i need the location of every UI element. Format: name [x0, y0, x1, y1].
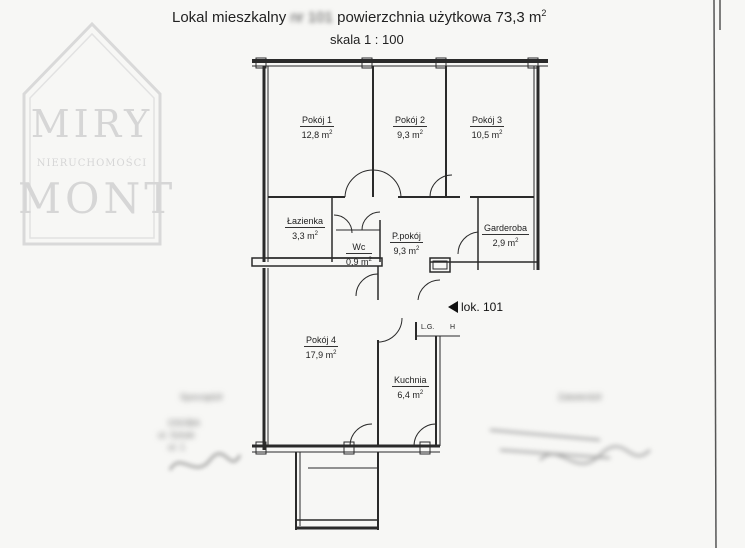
signature-right-heading: Zatwierdził — [558, 392, 602, 402]
room-area: 3,3 m2 — [292, 231, 318, 241]
title-suffix: powierzchnia użytkowa 73,3 m — [337, 9, 542, 26]
room-name: Pokój 2 — [393, 115, 428, 127]
entrance-marker: lok. 101 — [448, 300, 503, 314]
room-pokoj-1: Pokój 1 12,8 m2 — [300, 114, 335, 141]
room-lazienka: Łazienka 3,3 m2 — [285, 215, 326, 242]
room-name: Łazienka — [285, 216, 326, 228]
room-name: Pokój 4 — [304, 335, 339, 347]
room-name: Pokój 3 — [470, 115, 505, 127]
label-h: H — [450, 324, 456, 331]
signature-left-heading: Sporządził — [180, 392, 223, 402]
signature-left-scribble — [169, 452, 241, 471]
room-area: 9,3 m2 — [397, 130, 423, 140]
plan-title: Lokal mieszkalny nr 101 powierzchnia uży… — [172, 8, 546, 26]
signature-left-line-1: OSOBA — [168, 418, 201, 428]
room-area: 2,9 m2 — [492, 238, 519, 248]
room-name: P.pokój — [390, 231, 423, 243]
watermark-line-2: NIERUCHOMOŚCI — [36, 158, 148, 169]
room-name: Pokój 1 — [300, 115, 335, 127]
room-area: 9,3 m2 — [393, 246, 420, 256]
room-area: 17,9 m2 — [305, 350, 337, 360]
scan-edge-marks — [713, 0, 721, 548]
title-prefix: Lokal mieszkalny — [172, 9, 287, 26]
room-garderoba: Garderoba 2,9 m2 — [482, 222, 530, 249]
entrance-label: lok. 101 — [461, 300, 504, 314]
room-kuchnia: Kuchnia 6,4 m2 — [392, 374, 429, 401]
room-pokoj-3: Pokój 3 10,5 m2 — [470, 114, 505, 141]
room-name: Garderoba — [482, 223, 530, 235]
watermark-line-1: MIRY — [30, 102, 154, 146]
room-name: Kuchnia — [392, 375, 429, 387]
watermark-logo: MIRY NIERUCHOMOŚCI MONT — [18, 18, 177, 246]
title-sup: 2 — [541, 8, 547, 18]
plan-scale: skala 1 : 100 — [330, 32, 404, 47]
room-area: 12,8 m2 — [301, 130, 333, 140]
watermark-line-3: MONT — [18, 174, 177, 223]
room-name: Wc — [346, 241, 372, 254]
signature-right-scribble — [489, 429, 651, 465]
signature-left-line-3: ul. 1 — [168, 442, 186, 452]
room-pokoj-2: Pokój 2 9,3 m2 — [393, 114, 428, 141]
signature-left-line-2: ul. Sztuki — [158, 430, 195, 440]
arrow-left-icon — [448, 301, 458, 313]
room-area: 10,5 m2 — [471, 130, 503, 140]
room-wc: Wc 0,9 m2 — [346, 241, 372, 268]
room-area: 6,4 m2 — [397, 390, 424, 400]
room-area: 0,9 m2 — [346, 257, 372, 267]
title-redacted: nr 101 — [290, 9, 333, 26]
room-p-pokoj: P.pokój 9,3 m2 — [390, 230, 423, 257]
label-lg: L.G. — [421, 324, 435, 331]
room-pokoj-4: Pokój 4 17,9 m2 — [304, 334, 339, 361]
watermark-house-shape — [22, 21, 162, 246]
